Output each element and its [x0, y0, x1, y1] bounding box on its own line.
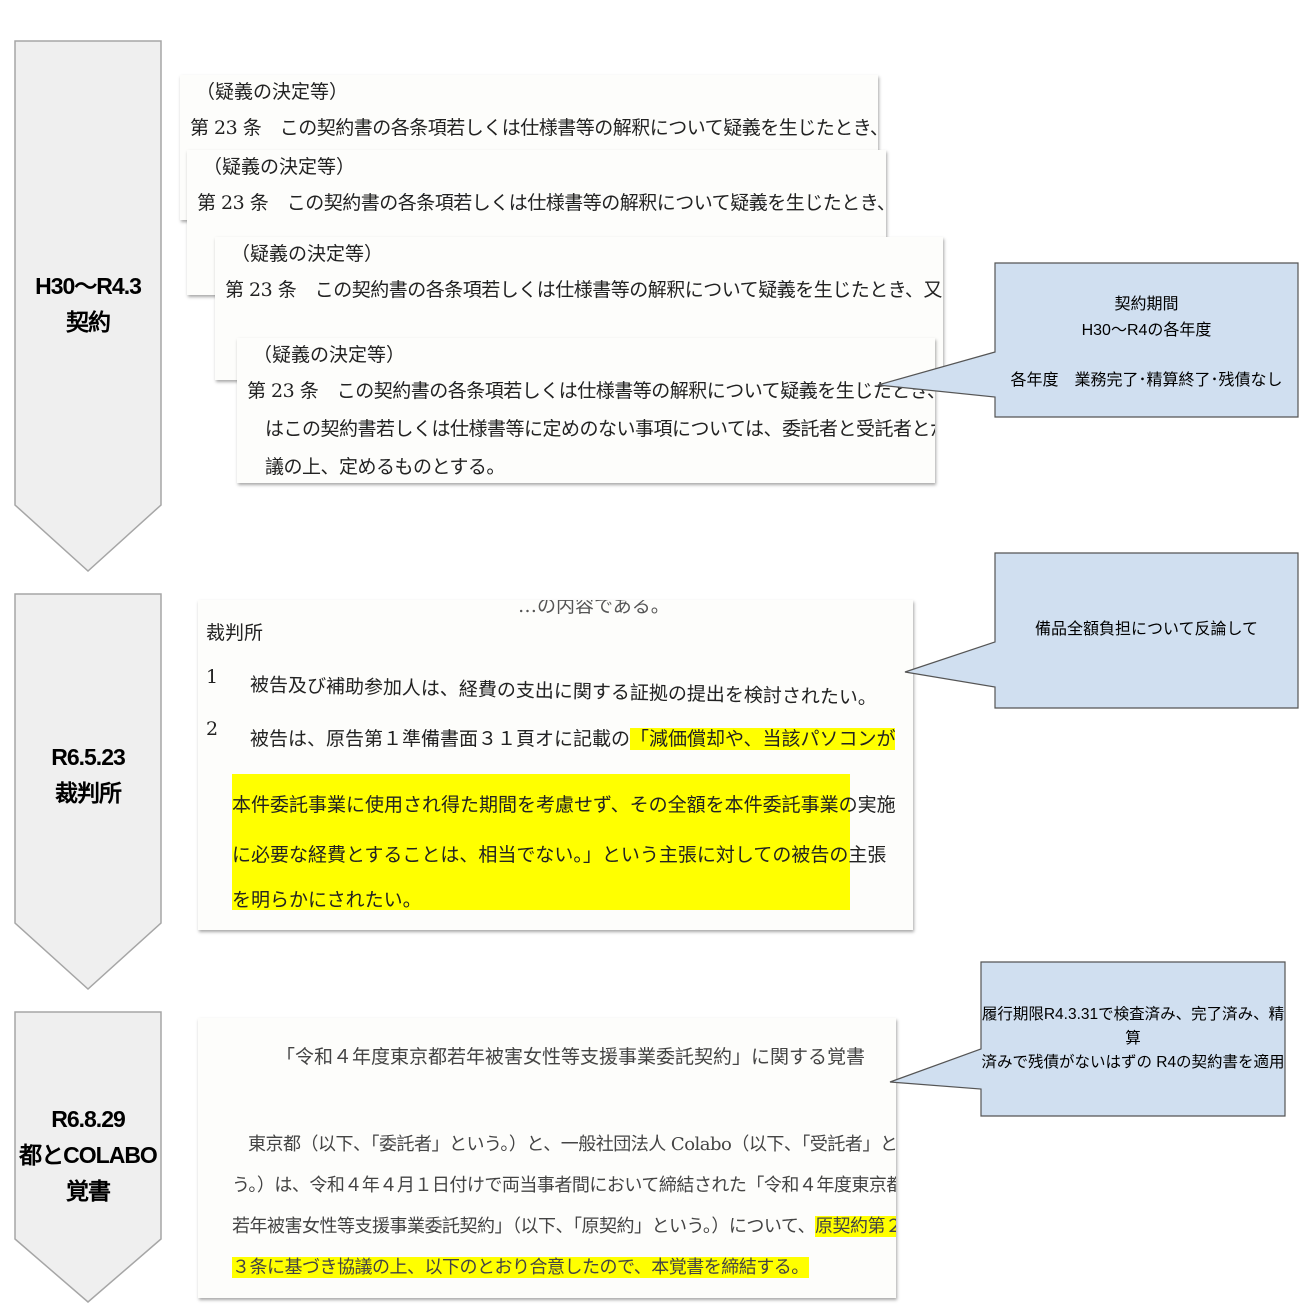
clause-heading: （疑義の決定等）: [196, 81, 349, 103]
clause-line: はこの契約書若しくは仕様書等に定めのない事項については、委託者と受託者とが協: [265, 418, 935, 440]
memo-line: 東京都（以下、「委託者」という。）と、一般社団法人 Colabo（以下、「受託者…: [248, 1134, 896, 1155]
court-clipping: …の内容である。 裁判所 1 被告及び補助参加人は、経費の支出に関する証拠の提出…: [198, 600, 913, 930]
clause-heading: （疑義の決定等）: [253, 344, 406, 366]
stage-arrow-memo: R6.8.29 都とCOLABO 覚書: [14, 1011, 162, 1303]
callout-line: 済みで残債がないはずの R4の契約書を適用: [981, 1053, 1285, 1071]
stage-date: R6.8.29: [51, 1106, 126, 1132]
callout-line: H30～R4の各年度: [1081, 322, 1212, 339]
stage-label: 都とCOLABO: [19, 1142, 158, 1168]
clause-line: 第 23 条 この契約書の各条項若しくは仕様書等の解釈について疑義を生じたとき、…: [225, 279, 942, 301]
callout-line: 各年度 業務完了･精算終了･残債なし: [1010, 372, 1283, 389]
highlighted-text: ３条に基づき協議の上、以下のとおり合意したので、本覚書を締結する。: [232, 1257, 809, 1278]
clause-line: 第 23 条 この契約書の各条項若しくは仕様書等の解釈について疑義を生じたとき、…: [197, 192, 886, 214]
court-heading: 裁判所: [206, 622, 264, 644]
highlighted-text: を明らかにされたい。: [232, 889, 422, 911]
memo-body: 東京都（以下、「委託者」という。）と、一般社団法人 Colabo（以下、「受託者…: [232, 1124, 896, 1288]
clause-heading: （疑義の決定等）: [203, 156, 356, 178]
court-item-2-line: 被告は、原告第１準備書面３１頁オに記載の「減価償却や、当該パソコンが: [250, 724, 896, 751]
item-number: 1: [206, 666, 219, 688]
memo-line: う。）は、令和４年４月１日付けで両当事者間において締結された「令和４年度東京都: [232, 1175, 896, 1196]
stage-label: 裁判所: [55, 780, 122, 806]
highlighted-text: 原契約第２: [814, 1216, 896, 1237]
stage-date: H30～R4.3: [35, 273, 142, 299]
clause-heading: （疑義の決定等）: [231, 243, 384, 265]
stage-arrow-court: R6.5.23 裁判所: [14, 593, 162, 990]
stage-label: 覚書: [66, 1178, 111, 1204]
memo-clipping: 「令和４年度東京都若年被害女性等支援事業委託契約」に関する覚書 東京都（以下、「…: [198, 1018, 896, 1298]
cut-off-text: …の内容である。: [518, 600, 670, 617]
stage-date: R6.5.23: [51, 744, 126, 770]
callout-line: 備品全額負担について反論して: [1034, 621, 1259, 638]
court-item-1: 被告及び補助参加人は、経費の支出に関する証拠の提出を検討されたい。: [249, 674, 878, 710]
highlighted-text: 本件委託事業に使用され得た期間を考慮せず、その全額を本件委託事業の実施: [232, 794, 896, 816]
clause-line: 第 23 条 この契約書の各条項若しくは仕様書等の解釈について疑義を生じたとき、…: [247, 380, 935, 402]
highlight-block: [232, 774, 850, 910]
item-number: 2: [206, 718, 219, 740]
callout-line: 履行期限R4.3.31で検査済み、完了済み、精算: [981, 1005, 1285, 1047]
contract-clipping-4: （疑義の決定等） 第 23 条 この契約書の各条項若しくは仕様書等の解釈について…: [237, 338, 935, 483]
memo-line: 若年被害女性等支援事業委託契約」（以下、「原契約」という。）について、: [232, 1216, 815, 1237]
memo-title: 「令和４年度東京都若年被害女性等支援事業委託契約」に関する覚書: [276, 1046, 866, 1068]
highlighted-text: に必要な経費とすることは、相当でない。」という主張に対しての被告の主張: [232, 844, 887, 866]
stage-arrow-contract: H30～R4.3 契約: [14, 40, 162, 572]
text: 被告は、原告第１準備書面３１頁オに記載の: [250, 728, 631, 750]
highlighted-text: 「減価償却や、当該パソコンが: [630, 728, 896, 750]
callout-line: 契約期間: [1114, 296, 1179, 313]
court-item-2-highlighted: 本件委託事業に使用され得た期間を考慮せず、その全額を本件委託事業の実施 に必要な…: [232, 780, 896, 920]
stage-label: 契約: [66, 309, 111, 335]
clause-line: 第 23 条 この契約書の各条項若しくは仕様書等の解釈について疑義を生じたとき、…: [190, 117, 878, 139]
clause-line: 議の上、定めるものとする。: [265, 456, 505, 478]
